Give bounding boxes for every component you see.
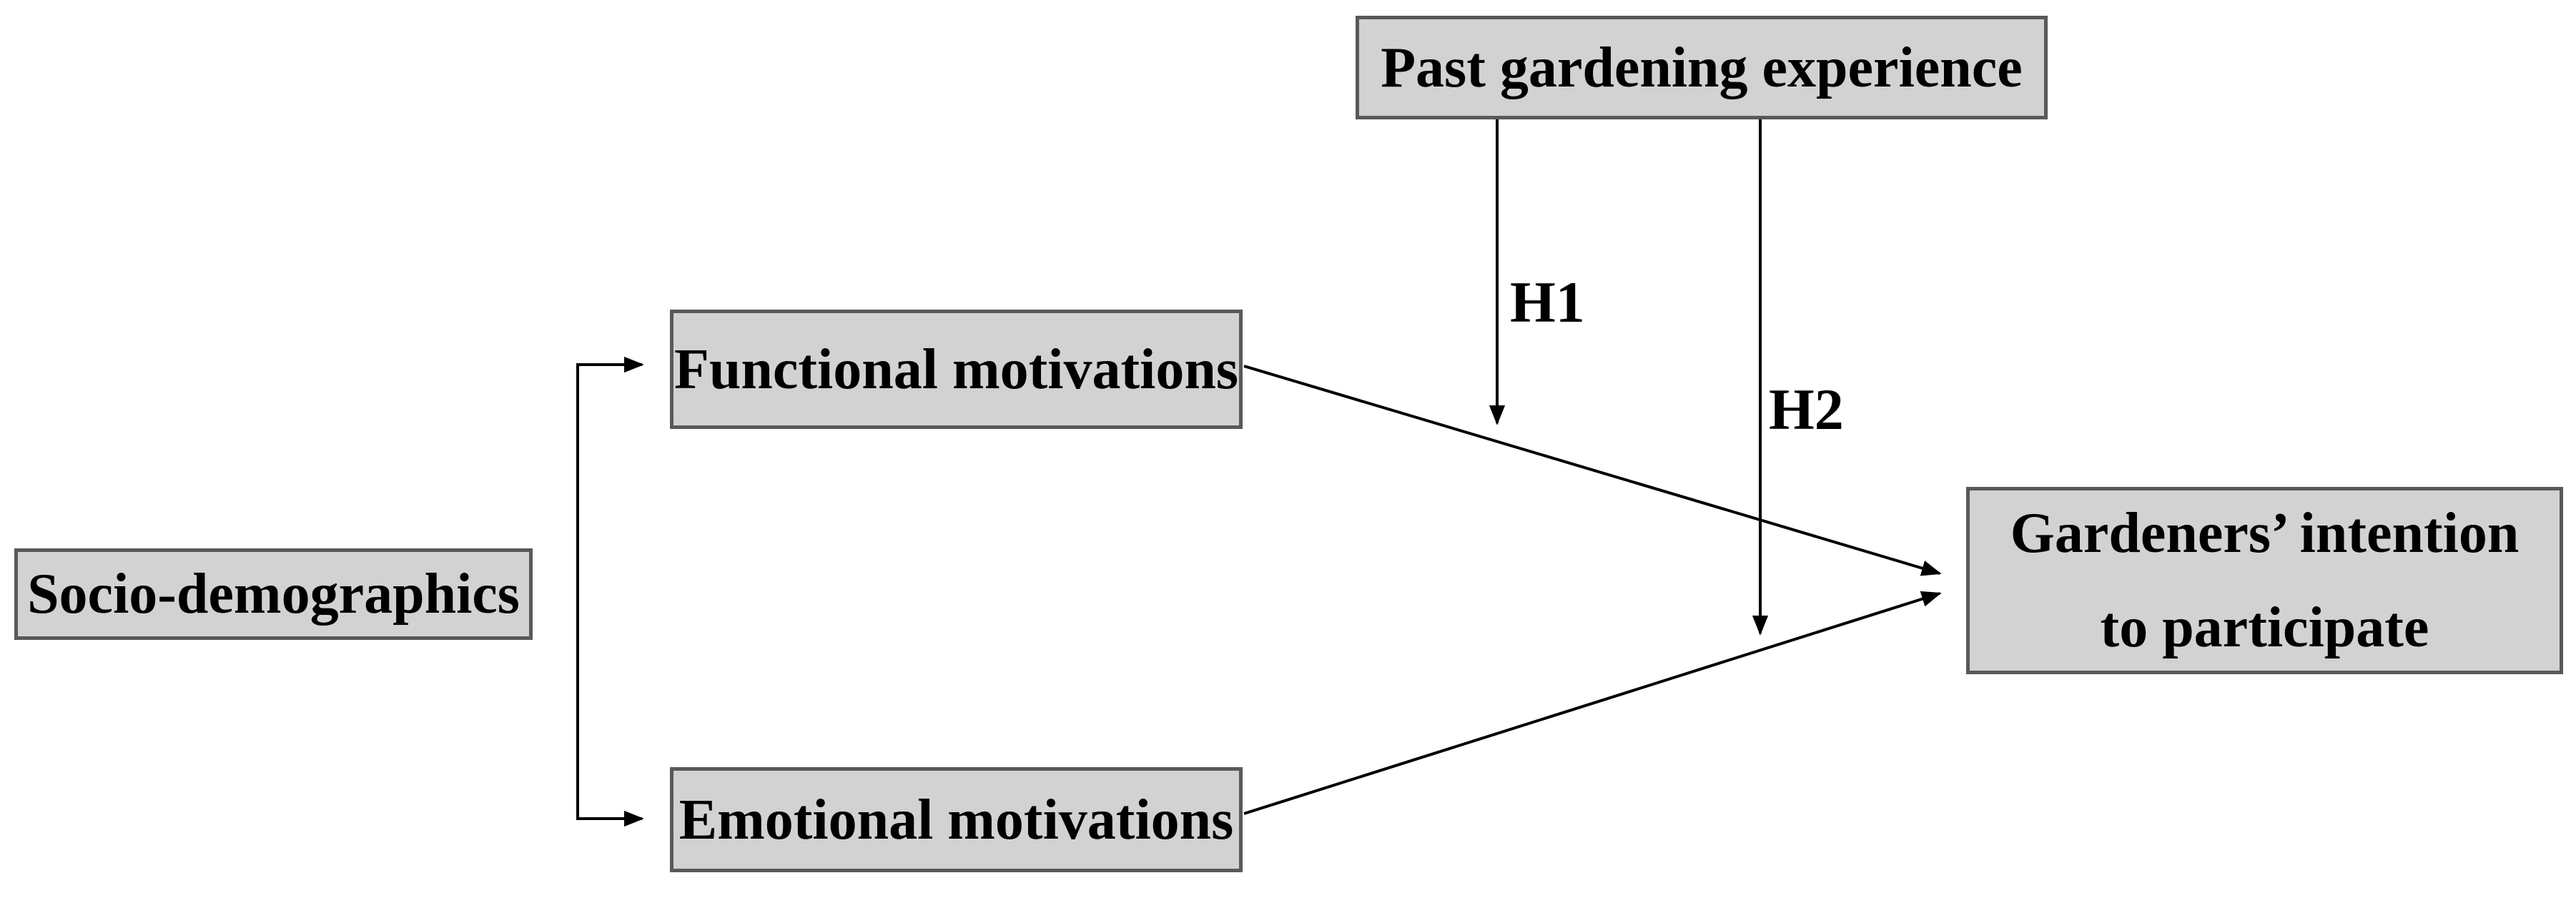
node-past-gardening-experience-label: Past gardening experience — [1381, 36, 2023, 99]
node-gardeners-intention-label-line1: Gardeners’ intention — [2010, 502, 2520, 565]
node-past-gardening-experience: Past gardening experience — [1356, 16, 2048, 119]
edge-functional-to-intention — [1243, 365, 1942, 576]
node-gardeners-intention: Gardeners’ intention to participate — [1966, 487, 2563, 674]
node-socio-demographics: Socio-demographics — [14, 548, 533, 640]
edge-emotional-to-intention — [1243, 591, 1942, 815]
node-functional-motivations: Functional motivations — [670, 310, 1243, 429]
hypothesis-label-h1: H1 — [1510, 270, 1585, 335]
node-emotional-motivations: Emotional motivations — [670, 767, 1243, 872]
node-gardeners-intention-label-line2: to participate — [2100, 596, 2429, 659]
hypothesis-label-h2: H2 — [1769, 377, 1844, 442]
node-emotional-motivations-label: Emotional motivations — [678, 788, 1234, 852]
node-functional-motivations-label: Functional motivations — [674, 337, 1238, 401]
node-socio-demographics-label: Socio-demographics — [27, 563, 520, 626]
